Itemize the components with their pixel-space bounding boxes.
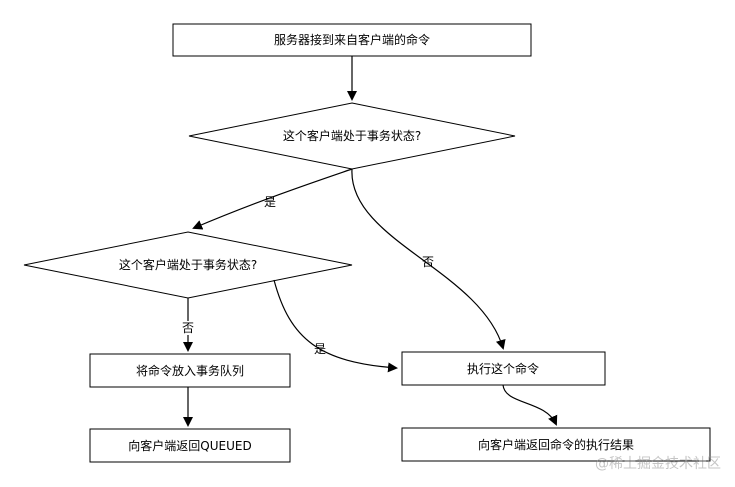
- node-check1-label: 这个客户端处于事务状态?: [283, 128, 421, 143]
- node-execute-label: 执行这个命令: [467, 361, 539, 376]
- node-reply-result: 向客户端返回命令的执行结果: [401, 427, 711, 462]
- node-check2-label: 这个客户端处于事务状态?: [119, 257, 257, 272]
- edge-check2-yes: [273, 279, 398, 373]
- watermark: @稀土掘金技术社区: [595, 456, 721, 472]
- node-check1: 这个客户端处于事务状态?: [188, 102, 516, 170]
- node-check2: 这个客户端处于事务状态?: [23, 231, 353, 299]
- edge-check2-no-label: 否: [182, 321, 194, 335]
- node-execute: 执行这个命令: [401, 351, 606, 386]
- node-enqueue-label: 将命令放入事务队列: [136, 363, 244, 378]
- edge-check2-yes-label: 是: [314, 342, 326, 356]
- edge-check1-yes-label: 是: [264, 195, 276, 209]
- edge-check1-no: [351, 168, 506, 350]
- node-receive: 服务器接到来自客户端的命令: [172, 23, 532, 57]
- edge-execute-result: [502, 384, 558, 426]
- node-enqueue: 将命令放入事务队列: [89, 353, 291, 388]
- node-receive-label: 服务器接到来自客户端的命令: [274, 32, 430, 47]
- node-reply-queued: 向客户端返回QUEUED: [89, 428, 291, 463]
- edge-check1-no-label: 否: [422, 255, 434, 269]
- edge-check1-yes: [192, 168, 353, 230]
- node-reply-queued-label: 向客户端返回QUEUED: [128, 438, 251, 453]
- node-reply-result-label: 向客户端返回命令的执行结果: [478, 437, 634, 452]
